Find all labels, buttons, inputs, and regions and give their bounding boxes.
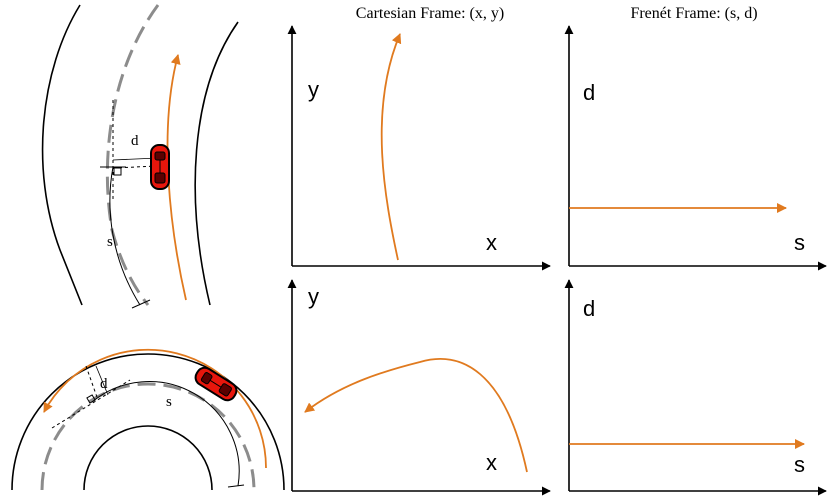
- cartesian-header: Cartesian Frame: (x, y): [356, 5, 504, 22]
- bottom-road-illustration: d s: [11, 348, 285, 491]
- bottom-cartesian-y-label: y: [308, 284, 319, 309]
- bottom-car: [194, 366, 238, 402]
- top-frenet-y-label: d: [583, 80, 595, 105]
- top-road-illustration: d s: [41, 4, 239, 309]
- bottom-road-outer-edge: [11, 353, 285, 491]
- top-s-label: s: [107, 234, 113, 250]
- top-cartesian-y-label: y: [308, 77, 319, 102]
- top-s-tick-end: [131, 299, 151, 309]
- top-right-angle-mark: [113, 167, 122, 176]
- top-road-outer-right-edge: [194, 21, 239, 306]
- frenet-header: Frenét Frame: (s, d): [630, 5, 757, 22]
- bottom-d-label: d: [100, 376, 108, 392]
- bottom-road-inner-edge: [83, 425, 213, 491]
- top-cartesian-plot: y x: [287, 25, 551, 271]
- top-frenet-x-label: s: [794, 230, 805, 255]
- bottom-d-dim: [95, 365, 109, 396]
- bottom-road-trajectory: [43, 348, 267, 469]
- top-cartesian-trajectory: [380, 33, 402, 261]
- top-s-arc: [109, 166, 141, 306]
- top-frenet-plot: d s: [564, 25, 827, 271]
- bottom-s-label: s: [166, 394, 172, 410]
- bottom-road-center-line: [40, 382, 256, 491]
- bottom-cartesian-plot: y x: [287, 279, 551, 496]
- bottom-frenet-plot: d s: [564, 279, 827, 496]
- top-car: [150, 144, 170, 190]
- top-d-label: d: [131, 133, 139, 149]
- bottom-s-tick-end: [227, 484, 245, 488]
- bottom-frenet-x-label: s: [794, 452, 805, 477]
- bottom-cartesian-trajectory: [304, 358, 528, 473]
- bottom-cartesian-x-label: x: [486, 450, 497, 475]
- top-road-trajectory: [166, 54, 187, 301]
- bottom-d-line: [85, 365, 99, 401]
- top-road-center-line: [105, 4, 160, 306]
- top-cartesian-x-label: x: [486, 230, 497, 255]
- top-road-outer-left-edge: [41, 4, 83, 306]
- bottom-right-angle-mark: [86, 394, 96, 404]
- bottom-frenet-y-label: d: [583, 296, 595, 321]
